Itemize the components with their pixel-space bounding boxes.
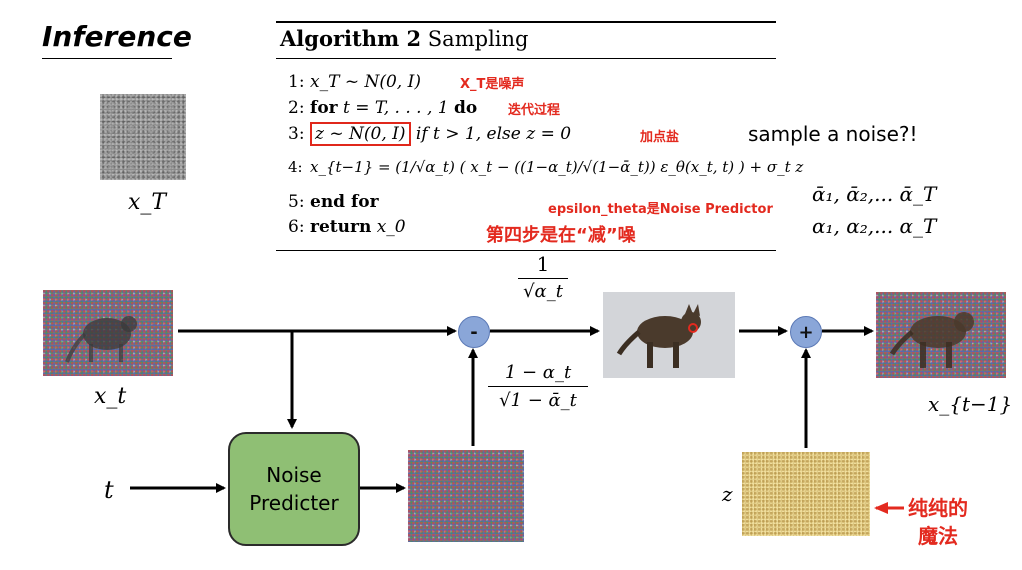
algorithm-top-rule	[276, 21, 776, 23]
xT-noise-image	[100, 94, 186, 180]
predicted-noise-image	[408, 450, 524, 542]
coef-noise-scale: 1 − α_t √1 − ᾱ_t	[488, 362, 588, 411]
algorithm-heading-bold: Algorithm 2	[280, 26, 422, 51]
alpha-bar-sequence: ᾱ₁, ᾱ₂,... ᾱ_T	[812, 182, 937, 206]
sample-noise-box: z ~ N(0, I)	[310, 122, 411, 146]
z-label: z	[722, 482, 733, 506]
xt-label: x_t	[94, 384, 127, 409]
algorithm-heading-rest: Sampling	[421, 27, 529, 51]
z-noise-image	[742, 452, 870, 536]
xt-minus-1-image	[876, 292, 1006, 378]
xt-minus-1-label: x_{t−1}	[928, 392, 1013, 416]
algorithm-line-6: 6:return x_0	[288, 217, 406, 237]
algorithm-bottom-rule	[276, 250, 776, 251]
note-sample-noise: sample a noise?!	[748, 122, 918, 146]
alpha-sequence: α₁, α₂,... α_T	[812, 214, 937, 238]
coef-one-over-sqrt-alpha: 1 √α_t	[518, 252, 568, 302]
subtract-operator: -	[458, 316, 490, 348]
cat-silhouette	[65, 316, 137, 363]
algorithm-line-1: 1:x_T ~ N(0, I)	[288, 72, 421, 92]
note-epsilon: epsilon_theta是Noise Predictor	[548, 202, 773, 217]
algorithm-line-5: 5:end for	[288, 192, 379, 212]
page-title: Inference	[42, 20, 192, 53]
noise-predictor-label-2: Predicter	[249, 491, 339, 515]
note-step4: 第四步是在“减”噪	[486, 225, 636, 246]
xt-image	[43, 290, 173, 376]
title-underline	[42, 58, 172, 59]
note-line1: X_T是噪声	[460, 77, 525, 92]
algorithm-mid-rule	[276, 58, 776, 59]
add-operator: +	[790, 316, 822, 348]
denoised-image	[603, 292, 735, 378]
algorithm-line-3: 3:z ~ N(0, I) if t > 1, else z = 0	[288, 122, 572, 146]
t-label: t	[104, 476, 114, 504]
noise-predictor-label-1: Noise	[266, 463, 322, 487]
note-line2: 迭代过程	[508, 103, 561, 118]
cat-xt-minus-1	[889, 312, 974, 368]
noise-predictor-box: Noise Predicter	[228, 432, 360, 546]
algorithm-heading: Algorithm 2 Sampling	[280, 26, 528, 51]
algorithm-line-4: 4:x_{t−1} = (1/√α_t) ( x_t − ((1−α_t)/√(…	[288, 158, 804, 176]
algorithm-line-2: 2:for t = T, . . . , 1 do	[288, 98, 478, 118]
note-line3: 加点盐	[640, 130, 680, 145]
note-magic: 纯纯的 魔法	[908, 496, 968, 548]
xT-label: x_T	[128, 190, 167, 215]
cat-denoised	[603, 292, 735, 378]
